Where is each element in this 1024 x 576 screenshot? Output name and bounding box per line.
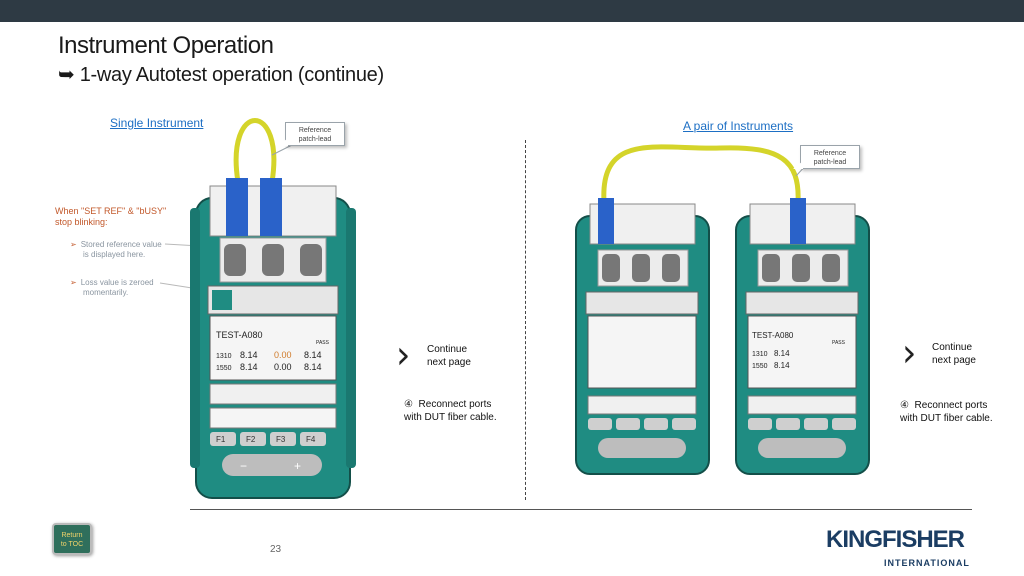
step-marker: ④ (900, 400, 909, 411)
continue-line2: next page (427, 357, 471, 368)
continue-line2: next page (932, 355, 976, 366)
connector-a (226, 178, 248, 236)
toc-line2: to TOC (60, 541, 84, 548)
lcd-wl1: 1310 (216, 353, 232, 360)
svg-text:1310: 1310 (752, 351, 768, 358)
instrument-pair-a (575, 198, 710, 475)
logo-sub: INTERNATIONAL (884, 558, 970, 568)
lcd-val2: 8.14 (240, 362, 258, 372)
step-reconnect-right: ④ Reconnect ports with DUT fiber cable. (900, 399, 993, 425)
instrument-single: TEST-A080 1310 1550 8.14 8.14 0.00 0.00 … (190, 178, 356, 499)
page-title: Instrument Operation (58, 32, 274, 59)
callout-line1: Reference (298, 127, 332, 134)
lcd-zero2: 0.00 (274, 362, 292, 372)
callout-line2: patch-lead (298, 136, 332, 143)
lcd-val1: 8.14 (240, 350, 258, 360)
lcd-val4: 8.14 (304, 362, 322, 372)
svg-text:1550: 1550 (752, 363, 768, 370)
step-line2: with DUT fiber cable. (900, 413, 993, 424)
note2-line2: momentarily. (83, 288, 129, 297)
bullet-icon: ➢ (70, 278, 77, 287)
instrument-pair-b: TEST-A080 1310 1550 8.14 8.14 PASS (735, 198, 870, 475)
note1-line2: is displayed here. (83, 250, 146, 259)
continue-text-right: Continue next page (932, 341, 976, 367)
step-line2: with DUT fiber cable. (404, 412, 497, 423)
svg-text:8.14: 8.14 (774, 349, 790, 358)
reference-callout-right: Reference patch-lead (793, 145, 860, 169)
key-f4: F4 (306, 435, 316, 444)
section-divider (525, 140, 526, 500)
note-reference-value: ➢Stored reference value is displayed her… (70, 240, 162, 260)
svg-text:TEST-A080: TEST-A080 (752, 331, 794, 340)
continue-text-left: Continue next page (427, 343, 471, 369)
lcd-wl2: 1550 (216, 365, 232, 372)
return-to-toc-button[interactable]: Return to TOC (52, 523, 92, 555)
step-reconnect-left: ④ Reconnect ports with DUT fiber cable. (404, 398, 497, 424)
key-f2: F2 (246, 435, 256, 444)
status-line1: When "SET REF" & "bUSY" (55, 206, 167, 216)
key-plus: + (294, 459, 301, 473)
kingfisher-logo: KINGFISHER INTERNATIONAL (826, 524, 976, 568)
patch-cable-pair (601, 144, 801, 203)
svg-text:PASS: PASS (832, 340, 846, 346)
callout-line1: Reference (813, 150, 847, 157)
patch-cable-single (233, 118, 277, 183)
reference-callout-left: Reference patch-lead (278, 122, 345, 146)
svg-text:8.14: 8.14 (774, 361, 790, 370)
status-line2: stop blinking: (55, 217, 108, 227)
callout-line2: patch-lead (813, 159, 847, 166)
lcd-val3: 8.14 (304, 350, 322, 360)
key-f3: F3 (276, 435, 286, 444)
footer-rule (190, 509, 972, 510)
step-line1: Reconnect ports (418, 399, 492, 410)
lcd-zero1: 0.00 (274, 350, 292, 360)
note1-line1: Stored reference value (80, 240, 162, 249)
single-instrument-link[interactable]: Single Instrument (110, 116, 204, 130)
pair-instruments-link[interactable]: A pair of Instruments (683, 119, 794, 133)
connector-b (260, 178, 282, 236)
step-line1: Reconnect ports (914, 400, 988, 411)
key-minus: − (240, 459, 247, 473)
subtitle-text: 1-way Autotest operation (continue) (79, 64, 384, 86)
page-subtitle: ➥ 1-way Autotest operation (continue) (58, 62, 384, 87)
bullet-icon: ➢ (70, 240, 77, 249)
continue-line1: Continue (932, 342, 973, 353)
note2-line1: Loss value is zeroed (80, 278, 154, 287)
logo-main: KINGFISHER (826, 526, 965, 553)
step-marker: ④ (404, 399, 413, 410)
status-note: When "SET REF" & "bUSY" stop blinking: (55, 206, 166, 228)
subtitle-arrow-icon: ➥ (58, 64, 75, 86)
continue-chevron-icon-left[interactable]: › (396, 332, 411, 378)
continue-chevron-icon-right[interactable]: › (902, 330, 917, 376)
top-banner (0, 0, 1024, 22)
lcd-pass: PASS (316, 340, 330, 346)
page-number: 23 (270, 544, 282, 555)
key-f1: F1 (216, 435, 226, 444)
continue-line1: Continue (427, 344, 468, 355)
lcd-test: TEST-A080 (216, 330, 263, 340)
note-loss-zeroed: ➢Loss value is zeroed momentarily. (70, 278, 154, 298)
toc-line1: Return (61, 532, 83, 539)
